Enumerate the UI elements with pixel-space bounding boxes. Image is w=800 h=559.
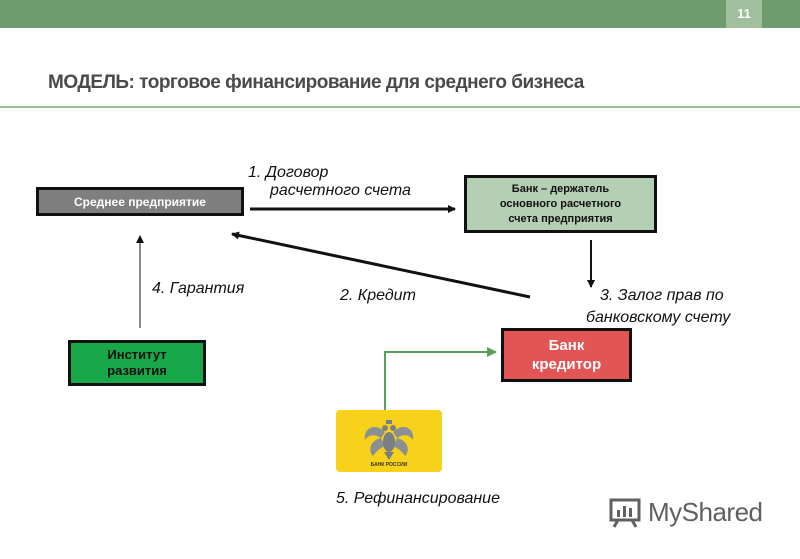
central-bank-text: БАНК РОССИИ xyxy=(371,462,408,468)
edge-label-contract-line1: 1. Договор xyxy=(248,164,329,181)
watermark-text: MyShared xyxy=(648,496,763,527)
watermark: MyShared xyxy=(608,494,763,530)
top-bar xyxy=(0,0,800,28)
edge-label-contract-line2: расчетного счета xyxy=(270,182,411,199)
double-eagle-icon: БАНК РОССИИ xyxy=(364,420,414,468)
node-bank-holder: Банк – держатель основного расчетного сч… xyxy=(464,175,657,233)
edge-label-pledge-line1: 3. Залог прав по xyxy=(600,287,724,304)
node-bank-holder-line3: счета предприятия xyxy=(508,212,613,225)
slide-number: 11 xyxy=(726,0,762,28)
edge-label-guarantee: 4. Гарантия xyxy=(152,280,245,297)
node-dev-institute: Институт развития xyxy=(68,340,206,386)
arrow-credit xyxy=(231,231,531,299)
arrow-refinancing xyxy=(384,347,497,410)
node-bank-creditor-line1: Банк xyxy=(548,337,585,354)
slide-title: МОДЕЛЬ: торговое финансирование для сред… xyxy=(48,72,584,93)
edge-label-pledge: 3. Залог прав по банковскому счету xyxy=(586,285,730,329)
node-bank-creditor-line2: кредитор xyxy=(531,356,602,373)
node-sme-label: Среднее предприятие xyxy=(74,194,206,209)
edge-label-contract: 1. Договор расчетного счета xyxy=(248,164,411,200)
node-dev-institute-line1: Институт xyxy=(107,347,167,362)
central-bank-logo: БАНК РОССИИ xyxy=(336,410,442,472)
node-bank-holder-line1: Банк – держатель xyxy=(511,182,610,195)
edge-label-pledge-line2: банковскому счету xyxy=(586,309,731,326)
edge-label-credit: 2. Кредит xyxy=(340,287,416,304)
edge-label-refinancing: 5. Рефинансирование xyxy=(336,490,500,507)
node-bank-creditor: Банк кредитор xyxy=(501,328,632,382)
title-divider xyxy=(0,106,800,108)
presentation-board-icon xyxy=(609,498,641,528)
node-bank-holder-line2: основного расчетного xyxy=(499,197,622,210)
node-dev-institute-line2: развития xyxy=(107,363,167,378)
node-sme: Среднее предприятие xyxy=(36,187,244,216)
